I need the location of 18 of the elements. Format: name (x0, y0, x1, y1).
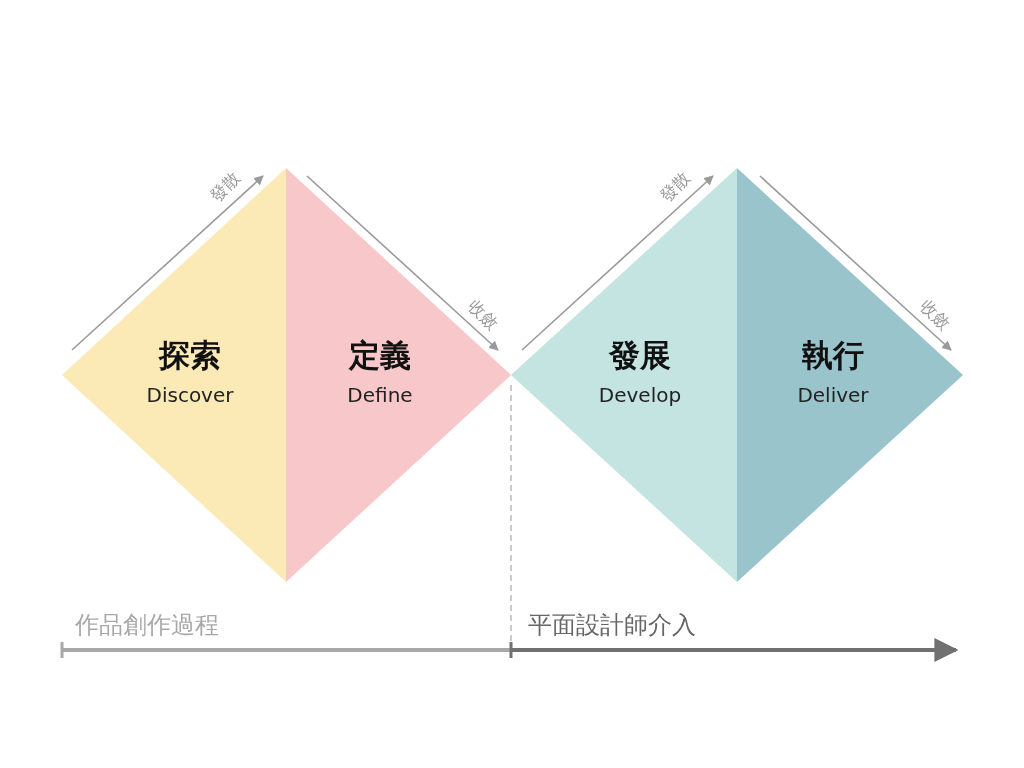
stage-subtitle: Discover (146, 385, 234, 405)
stage-title: 探索 (159, 340, 221, 371)
stage-title: 執行 (802, 340, 864, 371)
direction-label: 收斂 (916, 296, 954, 334)
triangle-panel (286, 168, 511, 582)
stage-title: 定義 (349, 340, 411, 371)
stage-title: 發展 (609, 340, 671, 371)
direction-label: 收斂 (464, 296, 502, 334)
stage-subtitle: Define (347, 385, 413, 405)
direction-label: 發散 (206, 168, 244, 206)
triangle-panel (511, 168, 737, 582)
triangle-panel (737, 168, 963, 582)
stage-subtitle: Deliver (797, 385, 869, 405)
direction-label: 發散 (656, 168, 694, 206)
triangle-panel (62, 168, 286, 582)
stage-subtitle: Develop (598, 385, 682, 405)
phase-label: 作品創作過程 (75, 613, 219, 637)
phase-label: 平面設計師介入 (528, 613, 696, 637)
